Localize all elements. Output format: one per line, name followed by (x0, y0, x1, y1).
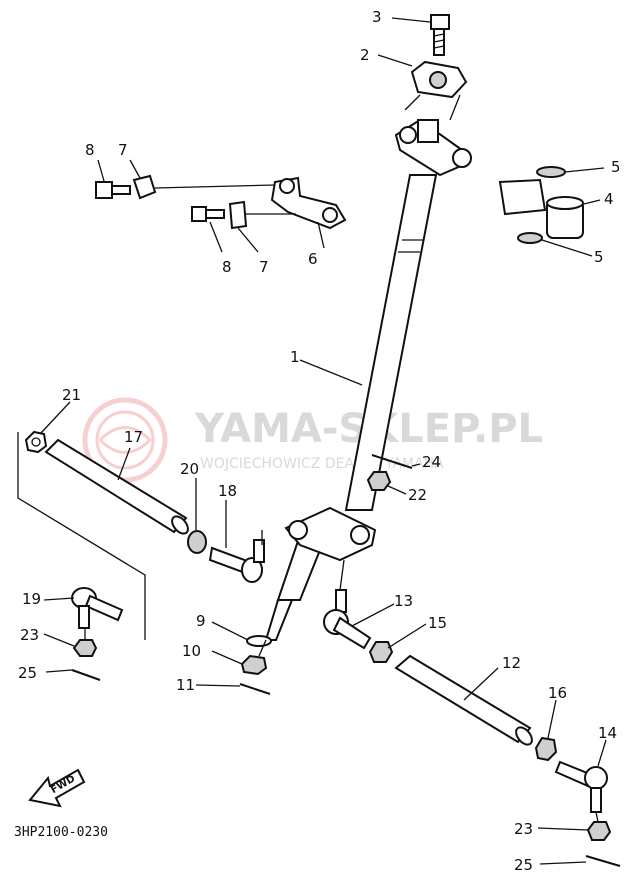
callout-15: 15 (428, 614, 447, 632)
callout-14: 14 (598, 724, 617, 742)
callout-8: 8 (85, 141, 95, 159)
nut-16 (534, 736, 558, 762)
bolt-3 (430, 14, 450, 56)
washer-5-bottom (517, 232, 543, 244)
callout-21: 21 (62, 386, 81, 404)
nut-21 (24, 430, 48, 454)
lower-pitman-arm (284, 506, 377, 562)
lock-washer-7-upper (132, 174, 157, 200)
callout-18: 18 (218, 482, 237, 500)
callout-23: 23 (20, 626, 39, 644)
callout-11: 11 (176, 676, 195, 694)
nut-23-right (586, 821, 612, 841)
callout-1: 1 (290, 348, 300, 366)
steering-arm-6 (270, 176, 347, 230)
callout-7: 7 (118, 141, 128, 159)
bolt-8-upper (95, 181, 131, 199)
callout-9: 9 (196, 612, 206, 630)
cotter-pin-11 (239, 683, 271, 695)
callout-7: 7 (259, 258, 269, 276)
clamp-2 (410, 60, 468, 99)
nut-22 (366, 471, 392, 491)
watermark-subtitle: WOJCIECHOWICZ DEALER YAMAHA (200, 456, 444, 472)
callout-5: 5 (594, 248, 604, 266)
callout-17: 17 (124, 428, 143, 446)
tie-rod-end-13 (323, 589, 372, 650)
nut-15 (368, 641, 394, 663)
callout-22: 22 (408, 486, 427, 504)
callout-19: 19 (22, 590, 41, 608)
nut-23-left (72, 639, 98, 657)
fwd-arrow-icon: FWD (28, 768, 86, 808)
tie-rod-end-18 (208, 539, 265, 583)
cotter-pin-25-right (585, 855, 621, 867)
callout-25: 25 (18, 664, 37, 682)
cotter-pin-24 (371, 454, 413, 469)
bushing-4 (498, 178, 584, 239)
tie-rod-end-19 (71, 587, 124, 629)
nut-20 (187, 530, 207, 554)
washer-5-top (536, 166, 566, 178)
column-top-bracket (394, 118, 472, 177)
callout-6: 6 (308, 250, 318, 268)
washer-9 (246, 635, 272, 647)
callout-4: 4 (604, 190, 614, 208)
callout-23: 23 (514, 820, 533, 838)
callout-13: 13 (394, 592, 413, 610)
callout-10: 10 (182, 642, 201, 660)
bolt-8-lower (191, 206, 225, 222)
callout-8: 8 (222, 258, 232, 276)
lock-washer-7-lower (228, 200, 248, 230)
callout-25: 25 (514, 856, 533, 874)
callout-20: 20 (180, 460, 199, 478)
diagram-code: 3HP2100-0230 (14, 825, 108, 840)
tie-rod-17 (44, 438, 189, 535)
callout-16: 16 (548, 684, 567, 702)
callout-2: 2 (360, 46, 370, 64)
nut-10 (240, 654, 268, 676)
tie-rod-end-14 (554, 760, 608, 813)
cotter-pin-25-left (71, 669, 101, 681)
tie-rod-12 (394, 654, 533, 746)
callout-3: 3 (372, 8, 382, 26)
callout-5: 5 (611, 158, 621, 176)
callout-12: 12 (502, 654, 521, 672)
callout-24: 24 (422, 453, 441, 471)
